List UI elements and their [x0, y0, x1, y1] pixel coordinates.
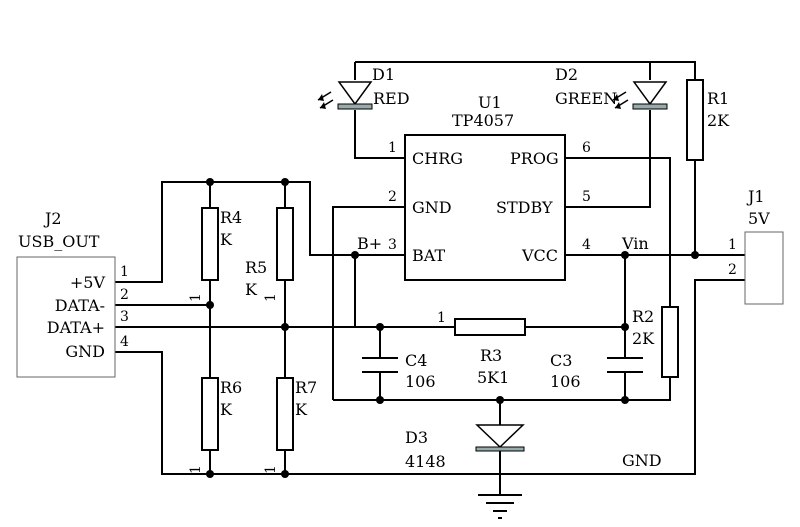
u1-pin-chrg-name: CHRG	[412, 149, 463, 168]
c3-ref: C3	[550, 351, 572, 370]
c4-value: 106	[405, 372, 436, 391]
u1-pin-4: 4	[582, 237, 591, 253]
junction-dot	[281, 323, 289, 331]
u1-pin-stdby-name: STDBY	[496, 198, 553, 217]
junction-dots	[206, 178, 699, 478]
resistor-r4: R4 K 1	[188, 207, 242, 302]
net-label-bplus: B+	[357, 234, 382, 253]
resistor-r6: R6 K 1	[188, 377, 242, 474]
r4-value: K	[220, 230, 233, 249]
led-d2: D2 GREEN	[555, 65, 668, 110]
light-emission-icon	[317, 91, 334, 109]
c4-ref: C4	[405, 351, 427, 370]
r4-pin: 1	[188, 293, 204, 302]
led-d1: D1 RED	[317, 65, 410, 110]
j2-pin-name: GND	[65, 342, 105, 361]
d1-value: RED	[373, 89, 410, 108]
r2-ref: R2	[632, 307, 654, 326]
j2-ref: J2	[43, 209, 62, 228]
junction-dot	[206, 470, 214, 478]
d3-value: 4148	[405, 452, 446, 471]
ground-symbol-icon	[478, 494, 522, 519]
j1-pin-num: 2	[728, 262, 737, 278]
j2-pin-num: 3	[120, 309, 129, 325]
connector-j2: J2 USB_OUT +5V DATA- DATA+ GND 1 2 3 4	[16, 209, 129, 378]
u1-pin-6: 6	[582, 140, 591, 156]
j2-value: USB_OUT	[18, 232, 100, 251]
net-label-vin: Vin	[621, 234, 649, 253]
resistor-r7: R7 K 1	[263, 377, 317, 474]
u1-pin-1: 1	[388, 140, 397, 156]
c3-value: 106	[550, 372, 581, 391]
j2-pin-name: DATA-	[55, 296, 105, 315]
j2-pin-num: 2	[120, 287, 129, 303]
wires	[115, 61, 745, 495]
r4-ref: R4	[220, 208, 242, 227]
r3-pin: 1	[437, 310, 446, 326]
d2-value: GREEN	[555, 89, 617, 108]
resistor-r1: R1 2K	[686, 79, 730, 161]
r5-pin: 1	[263, 293, 279, 302]
u1-pin-bat-name: BAT	[412, 246, 445, 265]
u1-pin-gnd-name: GND	[412, 198, 452, 217]
junction-dot	[281, 470, 289, 478]
r3-value: 5K1	[477, 368, 509, 387]
junction-dot	[691, 251, 699, 259]
r7-value: K	[295, 400, 308, 419]
j2-pin-name: DATA+	[47, 318, 105, 337]
j1-value: 5V	[748, 209, 770, 228]
r5-value: K	[245, 280, 258, 299]
j1-pin-num: 1	[728, 237, 737, 253]
u1-ref: U1	[478, 93, 502, 112]
resistor-r3: 1 R3 5K1	[437, 310, 526, 387]
r5-ref: R5	[245, 258, 267, 277]
capacitor-c4: C4 106	[362, 351, 436, 391]
light-emission-icon	[612, 91, 629, 109]
junction-dot	[376, 396, 384, 404]
junction-dot	[206, 301, 214, 309]
r2-value: 2K	[632, 329, 655, 348]
j1-ref: J1	[746, 187, 765, 206]
junction-dot	[206, 178, 214, 186]
resistor-r5: R5 K 1	[245, 207, 294, 302]
net-label-gnd: GND	[622, 451, 662, 470]
capacitor-c3: C3 106	[550, 351, 643, 391]
r6-ref: R6	[220, 378, 242, 397]
d2-ref: D2	[555, 65, 578, 84]
junction-dot	[376, 323, 384, 331]
connector-j1: J1 5V 1 2	[728, 187, 784, 305]
r1-ref: R1	[707, 89, 729, 108]
junction-dot	[281, 178, 289, 186]
r7-pin: 1	[263, 465, 279, 474]
u1-pin-prog-name: PROG	[510, 149, 559, 168]
r7-ref: R7	[295, 378, 317, 397]
r6-pin: 1	[188, 465, 204, 474]
j2-pin-num: 4	[120, 334, 129, 350]
junction-dot	[621, 251, 629, 259]
u1-pin-2: 2	[388, 189, 397, 205]
r1-value: 2K	[707, 111, 730, 130]
j2-pin-name: +5V	[70, 273, 106, 292]
j2-pin-num: 1	[120, 264, 129, 280]
u1-pin-vcc-name: VCC	[521, 246, 558, 265]
u1-pin-5: 5	[582, 189, 591, 205]
junction-dot	[496, 396, 504, 404]
r6-value: K	[220, 400, 233, 419]
d3-ref: D3	[405, 428, 428, 447]
r3-ref: R3	[480, 346, 502, 365]
u1-part: TP4057	[452, 111, 514, 130]
d1-ref: D1	[372, 65, 395, 84]
diode-d3: D3 4148	[405, 424, 525, 471]
resistor-r2: R2 2K	[632, 306, 679, 378]
junction-dot	[351, 251, 359, 259]
junction-dot	[621, 323, 629, 331]
junction-dot	[621, 396, 629, 404]
ic-u1: U1 TP4057 CHRG GND BAT PROG STDBY VCC 1 …	[357, 93, 649, 281]
u1-pin-3: 3	[388, 237, 397, 253]
